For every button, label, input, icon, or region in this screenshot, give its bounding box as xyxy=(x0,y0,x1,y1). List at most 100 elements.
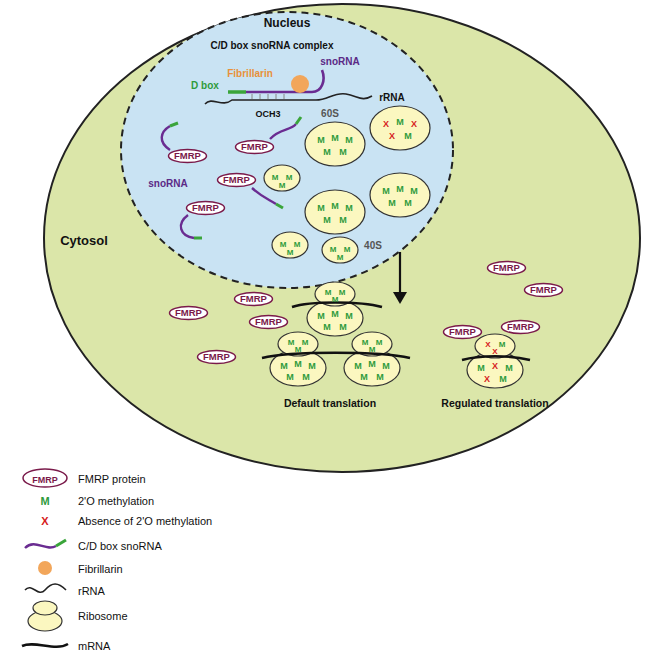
methylation-mark-holder: M xyxy=(272,166,279,184)
methylation-mark-holder: M xyxy=(505,357,513,375)
legend-text: Fibrillarin xyxy=(78,563,123,575)
methylation-mark: M xyxy=(331,133,339,143)
methylation-mark-holder: M xyxy=(286,366,294,384)
fmrp-outline-shape xyxy=(488,262,526,275)
methylation-mark: M xyxy=(376,372,384,382)
fmrp-label: FMRP xyxy=(507,322,534,332)
methylation-mark-holder: M xyxy=(368,353,376,371)
methylation-mark: M xyxy=(308,361,316,371)
legend-text-holder: 2'O methylation xyxy=(78,491,154,509)
methylation-mark-holder: M xyxy=(302,331,309,349)
methylation-mark: M xyxy=(337,253,344,262)
fmrp-protein: FMRP xyxy=(234,139,275,155)
region-label: Nucleus xyxy=(264,16,311,30)
methylation-mark-holder: M xyxy=(317,129,325,147)
legend-text-holder: rRNA xyxy=(78,581,105,599)
diagram-label: OCH3 xyxy=(255,109,280,119)
methylation-mark-holder: M xyxy=(369,338,376,356)
fmrp-protein: FMRP xyxy=(185,200,226,216)
snorna-sample xyxy=(25,544,56,548)
methylation-mark: M xyxy=(288,338,295,347)
methylation-mark-holder: M xyxy=(294,233,301,251)
methylation-mark: M xyxy=(410,186,418,196)
fmrp-outline-shape xyxy=(170,307,208,320)
methylation-mark-holder: M xyxy=(499,368,507,386)
legend-text: C/D box snoRNA xyxy=(78,540,162,552)
small-subunit xyxy=(264,165,300,191)
fmrp-label: FMRP xyxy=(175,308,202,318)
methylation-mark-holder: M xyxy=(302,366,310,384)
methylation-mark: M xyxy=(331,309,339,319)
large-subunit xyxy=(370,173,430,217)
methylation-mark: X xyxy=(492,361,498,371)
methylation-mark: M xyxy=(330,245,337,254)
arrow-shaft xyxy=(399,252,401,294)
methylation-mark: M xyxy=(382,361,390,371)
fmrp-outline-shape xyxy=(525,284,563,297)
methylation-mark-holder: M xyxy=(280,233,287,251)
methylation-mark-holder: M xyxy=(288,331,295,349)
methylation-mark-holder: M xyxy=(339,316,347,334)
methylation-mark: M xyxy=(286,173,293,182)
methylation-mark-holder: M xyxy=(362,331,369,349)
diagram-label: snoRNA xyxy=(320,56,359,67)
diagram-label-holder: D box xyxy=(191,75,219,93)
diagram-label-holder: 60S xyxy=(321,103,339,121)
fmrp-label: FMRP xyxy=(240,294,267,304)
methylation-mark-holder: X xyxy=(485,333,490,351)
methylation-mark: M xyxy=(286,372,294,382)
diagram-label-holder: OCH3 xyxy=(255,103,280,121)
methylation-mark-holder: M xyxy=(331,303,339,321)
fmrp-label: FMRP xyxy=(241,142,268,152)
nucleus-region-outline xyxy=(119,10,455,290)
methylation-mark: M xyxy=(279,181,286,190)
fmrp-label: FMRP xyxy=(449,327,476,337)
methylation-mark-holder: M xyxy=(294,353,302,371)
methylation-mark-holder: M xyxy=(339,141,347,159)
diagram-label-holder: M xyxy=(40,491,49,509)
fibrillarin xyxy=(291,75,309,93)
methylation-mark-holder: M xyxy=(354,355,362,373)
diagram-label: C/D box snoRNA complex xyxy=(211,40,334,51)
methylation-mark-holder: M xyxy=(332,288,339,306)
methylation-mark: M xyxy=(345,311,353,321)
legend-text-holder: Fibrillarin xyxy=(78,559,123,577)
methylation-mark-holder: M xyxy=(323,209,331,227)
d-box-sample xyxy=(56,540,66,546)
methylation-mark: M xyxy=(369,345,376,354)
fmrp-label: FMRP xyxy=(223,175,250,185)
methylation-mark-holder: M xyxy=(337,246,344,264)
methylation-mark-holder: X xyxy=(411,113,417,131)
methylation-mark-holder: X xyxy=(492,355,498,373)
methylation-mark: M xyxy=(339,147,347,157)
legend-text-holder: Absence of 2'O methylation xyxy=(78,511,212,529)
methylation-mark-holder: M xyxy=(404,192,412,210)
fmrp-protein: FMRP xyxy=(500,319,541,335)
methylation-mark-holder: M xyxy=(308,355,316,373)
diagram-label-holder: snoRNA xyxy=(320,51,359,69)
methylation-mark-holder: M xyxy=(280,355,288,373)
methylation-mark: M xyxy=(354,361,362,371)
methylation-mark: M xyxy=(360,372,368,382)
fmrp-label: FMRP xyxy=(255,317,282,327)
region-label: Cytosol xyxy=(60,233,108,248)
methylation-mark-holder: M xyxy=(286,166,293,184)
cytosol-region-outline-shape xyxy=(44,4,640,472)
diagram-label-holder: FMRP xyxy=(32,469,58,487)
methylation-mark: M xyxy=(339,288,346,297)
fmrp-protein: FMRP xyxy=(442,324,483,340)
legend-text: Absence of 2'O methylation xyxy=(78,515,212,527)
methylation-mark: M xyxy=(376,338,383,347)
d-box-segment xyxy=(228,90,246,94)
methylation-mark-holder: M xyxy=(376,331,383,349)
diagram-label: Default translation xyxy=(284,397,376,409)
fmrp-outline-shape xyxy=(444,326,482,339)
methylation-mark-holder: M xyxy=(339,209,347,227)
methylation-mark-holder: M xyxy=(345,305,353,323)
methylation-mark: M xyxy=(280,240,287,249)
methylation-mark-holder: M xyxy=(499,333,506,351)
diagram-label: snoRNA xyxy=(148,178,187,189)
methylation-mark-holder: M xyxy=(382,355,390,373)
diagram-label: 60S xyxy=(321,108,339,119)
methylation-mark-holder: X xyxy=(492,340,497,358)
